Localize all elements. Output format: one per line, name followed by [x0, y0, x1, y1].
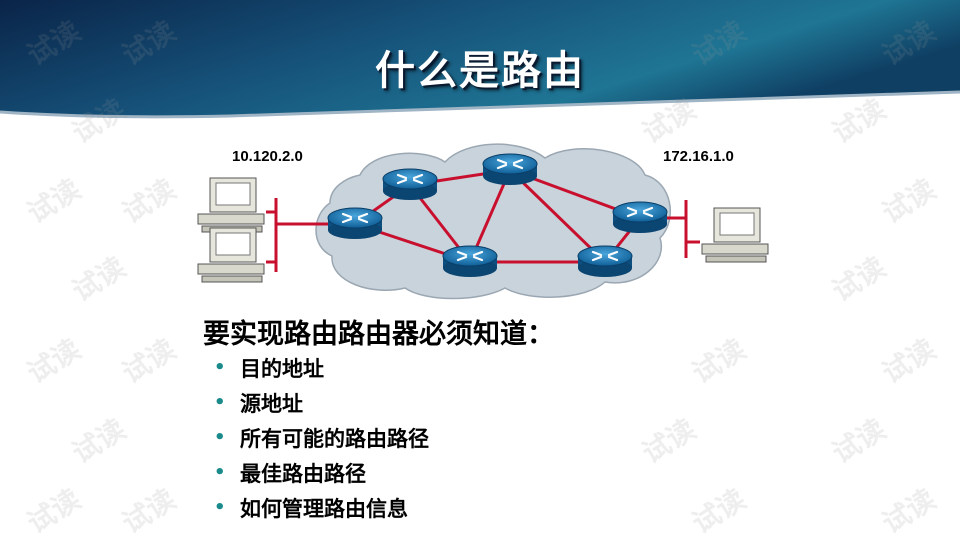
- bullet-dot-icon: •: [214, 462, 226, 483]
- network-label-right: 172.16.1.0: [663, 148, 734, 165]
- list-item-text: 所有可能的路由路径: [240, 426, 429, 451]
- router-icon: [441, 244, 499, 279]
- list-item-text: 如何管理路由信息: [240, 496, 408, 521]
- workstation-icon: [197, 177, 265, 233]
- list-item: • 如何管理路由信息: [214, 490, 429, 525]
- router-icon: [326, 206, 384, 241]
- right-ethernet-segment: [684, 200, 700, 258]
- bullet-dot-icon: •: [214, 392, 226, 413]
- workstation-icon: [197, 227, 265, 283]
- list-item-text: 目的地址: [240, 356, 324, 381]
- intro-text: 要实现路由路由器必须知道：: [203, 319, 554, 350]
- router-icon: [381, 167, 439, 202]
- list-item: • 最佳路由路径: [214, 455, 429, 490]
- router-icon: [611, 200, 669, 235]
- bullet-dot-icon: •: [214, 427, 226, 448]
- bullet-list: • 目的地址 • 源地址 • 所有可能的路由路径 • 最佳路由路径 • 如何管理路由信息: [214, 350, 429, 525]
- workstation-icon: [701, 207, 769, 263]
- network-label-left: 10.120.2.0: [232, 148, 303, 165]
- list-item: • 所有可能的路由路径: [214, 420, 429, 455]
- bullet-dot-icon: •: [214, 357, 226, 378]
- left-ethernet-segment: [266, 198, 278, 272]
- list-item: • 源地址: [214, 385, 429, 420]
- list-item-text: 源地址: [240, 391, 303, 416]
- bullet-dot-icon: •: [214, 497, 226, 518]
- slide-title: 什么是路由: [375, 48, 585, 94]
- list-item: • 目的地址: [214, 350, 429, 385]
- header-band: [0, 0, 960, 119]
- router-icon: [481, 152, 539, 187]
- router-icon: [576, 244, 634, 279]
- list-item-text: 最佳路由路径: [240, 461, 366, 486]
